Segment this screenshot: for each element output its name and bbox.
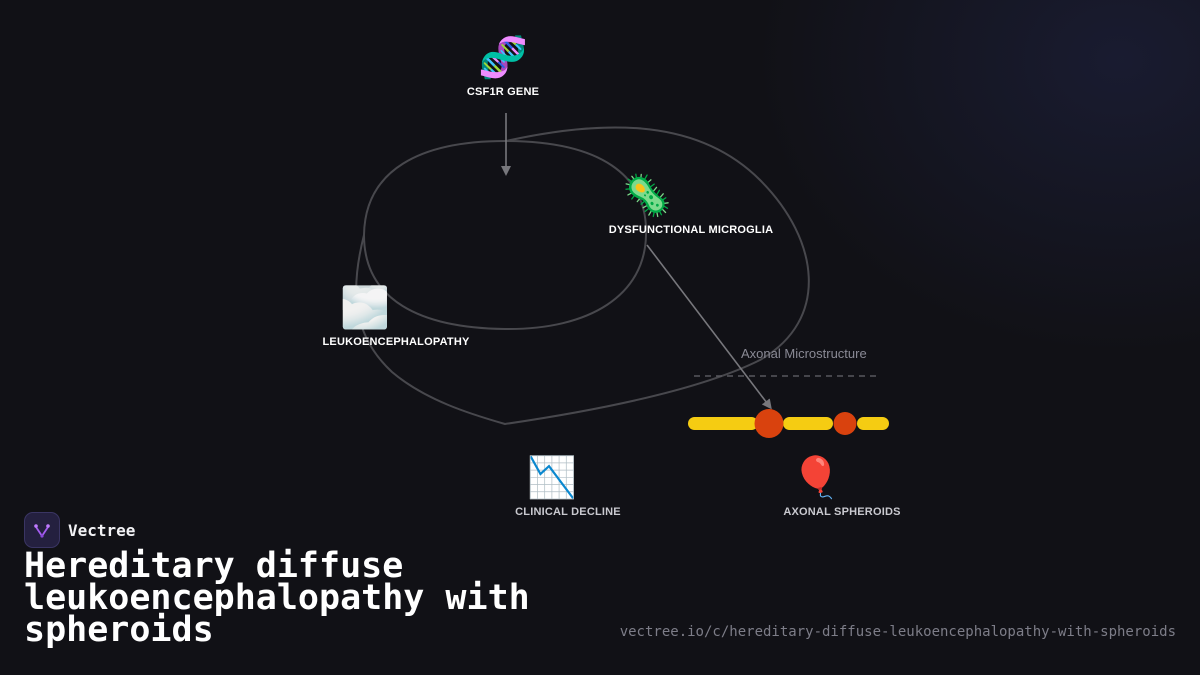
- fog-icon: 🌫️: [340, 285, 390, 331]
- node-label: LEUKOENCEPHALOPATHY: [322, 336, 470, 348]
- axon-segment: [783, 417, 833, 430]
- chart-decreasing-icon: 📉: [527, 455, 577, 501]
- outer-cycle-loop: [355, 126, 810, 426]
- axon-spheroid: [833, 412, 857, 435]
- inner-cycle-loop: [362, 139, 648, 331]
- axonal-microstructure-label: Axonal Microstructure: [741, 346, 867, 361]
- node-label: CLINICAL DECLINE: [515, 506, 621, 518]
- node-clinical-decline: 📉 CLINICAL DECLINE: [515, 456, 621, 518]
- node-axonal-spheroids: 🎈 AXONAL SPHEROIDS: [783, 456, 900, 518]
- arrow-microglia-to-axon: [646, 244, 772, 410]
- node-leukoencephalopathy: 🌫️ LEUKOENCEPHALOPATHY: [322, 286, 469, 348]
- page-url[interactable]: vectree.io/c/hereditary-diffuse-leukoenc…: [619, 624, 1176, 640]
- node-label: DYSFUNCTIONAL MICROGLIA: [608, 224, 774, 236]
- axon-spheroid: [754, 409, 784, 438]
- brand: Vectree: [24, 512, 135, 548]
- dna-icon: 🧬: [478, 35, 528, 81]
- brand-name: Vectree: [68, 520, 136, 540]
- microbe-icon: 🦠: [622, 173, 672, 219]
- page-title: Hereditary diffuse leukoencephalopathy w…: [24, 546, 530, 650]
- balloon-icon: 🎈: [791, 455, 841, 501]
- vectree-logo-icon: [24, 512, 60, 548]
- node-label: AXONAL SPHEROIDS: [783, 506, 901, 518]
- axon-segment: [688, 417, 758, 430]
- node-dysfunctional-microglia: 🦠 DYSFUNCTIONAL MICROGLIA: [609, 174, 774, 236]
- axon-segment: [857, 417, 889, 430]
- node-label: CSF1R GENE: [466, 86, 540, 98]
- node-csf1r-gene: 🧬 CSF1R GENE: [467, 36, 539, 98]
